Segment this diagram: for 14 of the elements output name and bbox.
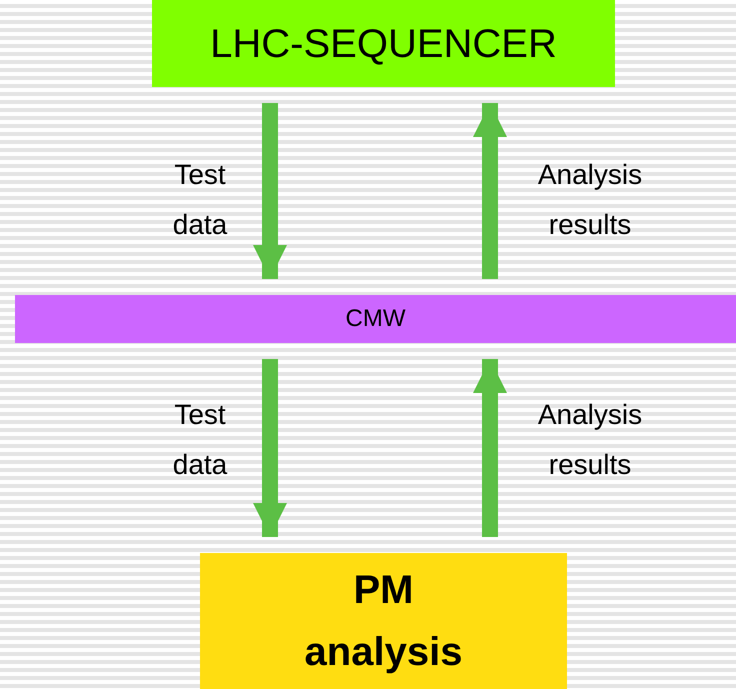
process-box [200,553,567,689]
process-box [152,0,615,87]
edge-label: Test data [172,398,228,482]
node-label: PM analysis [304,567,464,676]
arrow [473,103,507,279]
arrow [253,359,287,537]
edge-label: Test data [172,158,228,242]
arrow [253,103,287,279]
middleware-band [15,295,736,343]
node-label: CMW [346,304,406,334]
edge-label: Analysis results [536,398,644,482]
edge-label: Analysis results [536,158,644,242]
node-label: LHC-SEQUENCER [210,20,557,68]
arrow [473,359,507,537]
